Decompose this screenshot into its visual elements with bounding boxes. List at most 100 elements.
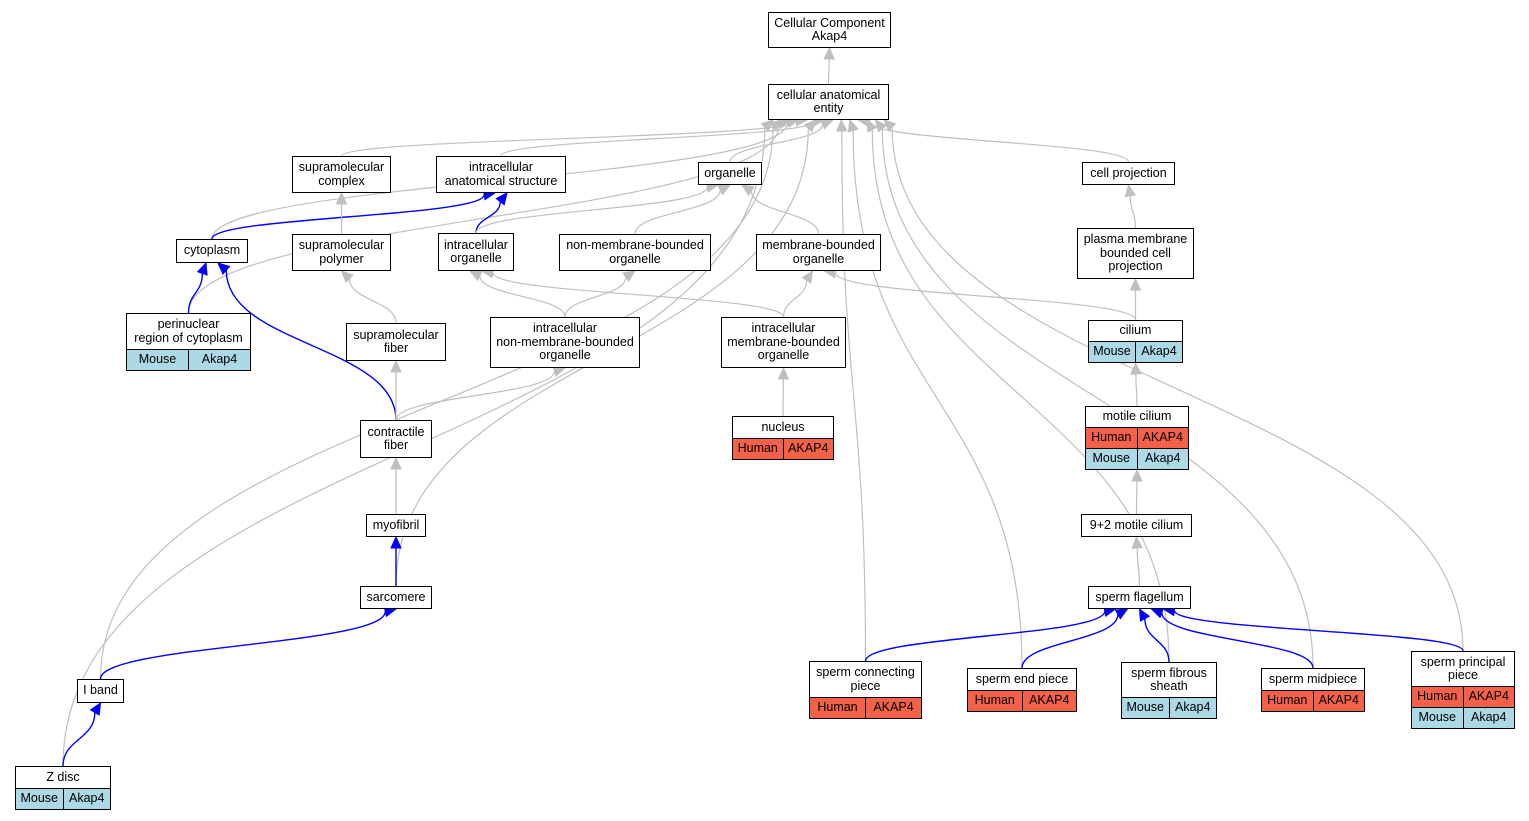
term-label: plasma membrane bounded cell projection [1083,232,1188,274]
edge-cilium-to-mborg [834,272,1137,321]
term-node-pmbcp[interactable]: plasma membrane bounded cell projection [1077,228,1194,279]
term-label: sperm flagellum [1095,589,1184,604]
edge-iband-to-cae [99,126,774,680]
term-node-nmborg[interactable]: non-membrane-bounded organelle [559,234,711,271]
arrowhead [217,262,231,275]
edge-zdisc-to-iband [62,712,96,767]
term-label: supramolecular polymer [298,238,385,266]
term-node-myofibril[interactable]: myofibril [366,514,426,537]
edge-icnmb-to-nmborg [564,276,627,318]
term-node-root[interactable]: Cellular Component Akap4 [768,12,891,48]
arrowhead [819,119,834,130]
term-label: intracellular non-membrane-bounded organ… [496,321,634,363]
edge-mborg-to-organelle [750,190,820,235]
term-label: 9+2 motile cilium [1089,517,1184,532]
term-label: sperm principal piece [1420,654,1506,682]
arrowhead [740,184,755,197]
species-cell: Mouse [20,791,59,806]
arrowhead [801,269,814,284]
term-label: cilium [1119,323,1152,338]
term-node-ninetwo[interactable]: 9+2 motile cilium [1081,514,1192,537]
edge-connecting-to-cae [841,130,867,662]
term-node-cytoplasm[interactable]: cytoplasm [176,239,248,263]
arrowhead [717,184,732,196]
species-cell: Human [1267,693,1308,708]
edge-midpiece-to-flagellum [1161,612,1314,669]
term-label: non-membrane-bounded organelle [566,238,704,266]
term-node-cellproj[interactable]: cell projection [1082,162,1175,185]
gene-cell: Akap4 [1462,708,1515,728]
arrowhead [1138,607,1151,622]
edge-icnmb-to-icorg [479,275,566,318]
term-label: perinuclear region of cytoplasm [134,317,243,345]
term-node-ias[interactable]: intracellular anatomical structure [436,156,566,193]
term-node-organelle[interactable]: organelle [698,162,762,185]
edge-midpiece-to-cae [881,128,1314,669]
arrowhead [768,119,783,132]
term-node-supfiber[interactable]: supramolecular fiber [346,323,446,361]
arrowhead [836,118,848,132]
arrowhead [1114,608,1129,620]
arrowhead [468,270,483,282]
gene-cell: AKAP4 [1462,687,1515,707]
term-node-icmb[interactable]: intracellular membrane-bounded organelle [721,317,846,368]
arrowhead [1124,183,1137,198]
term-node-sarcomere[interactable]: sarcomere [360,586,432,609]
edge-icmb-to-mborg [782,280,808,318]
term-label: sarcomere [366,589,426,604]
edge-perinuclear-to-cae [187,123,781,314]
arrowhead [803,119,817,133]
edge-principal-to-cae [891,127,1464,652]
edge-flagellum-to-ninetwo [1136,547,1141,587]
term-label: nucleus [761,419,805,434]
term-node-supcomplex[interactable]: supramolecular complex [292,156,391,193]
term-node-icorg[interactable]: intracellular organelle [438,233,514,271]
term-node-iband[interactable]: I band [77,679,124,703]
edge-pmbcp-to-cellproj [1129,195,1137,229]
edge-nmborg-to-organelle [634,189,721,235]
edge-connecting-to-flagellum [864,610,1106,662]
term-label: supramolecular fiber [353,327,439,355]
term-node-flagellum[interactable]: sperm flagellum [1088,586,1191,609]
arrowhead [495,192,508,206]
species-cell: Mouse [1126,700,1165,715]
gene-cell: AKAP4 [1136,428,1189,448]
edge-motile-to-cilium [1135,373,1138,407]
term-node-icnmb[interactable]: intracellular non-membrane-bounded organ… [490,317,640,368]
term-node-suppolymer[interactable]: supramolecular polymer [292,234,391,271]
term-label: intracellular organelle [444,237,508,265]
term-node-mborg[interactable]: membrane-bounded organelle [756,234,881,271]
arrowhead [622,270,637,283]
edge-fibrous-to-cae [871,129,1170,663]
term-label: cytoplasm [183,243,241,258]
edge-cae-to-root [827,58,830,85]
arrowhead [866,118,878,133]
species-cell: Mouse [1092,451,1131,466]
term-label: sperm end piece [975,671,1069,686]
term-label: sperm connecting piece [816,665,915,693]
term-label: cellular anatomical entity [776,87,881,115]
species-cell: Mouse [138,352,177,367]
gene-cell: Akap4 [188,350,250,370]
edge-supfiber-to-suppolymer [348,278,397,324]
arrowhead [1131,468,1143,482]
term-node-cae[interactable]: cellular anatomical entity [768,84,889,120]
term-node-contractile[interactable]: contractile fiber [360,420,432,458]
term-label: sperm midpiece [1268,671,1358,686]
